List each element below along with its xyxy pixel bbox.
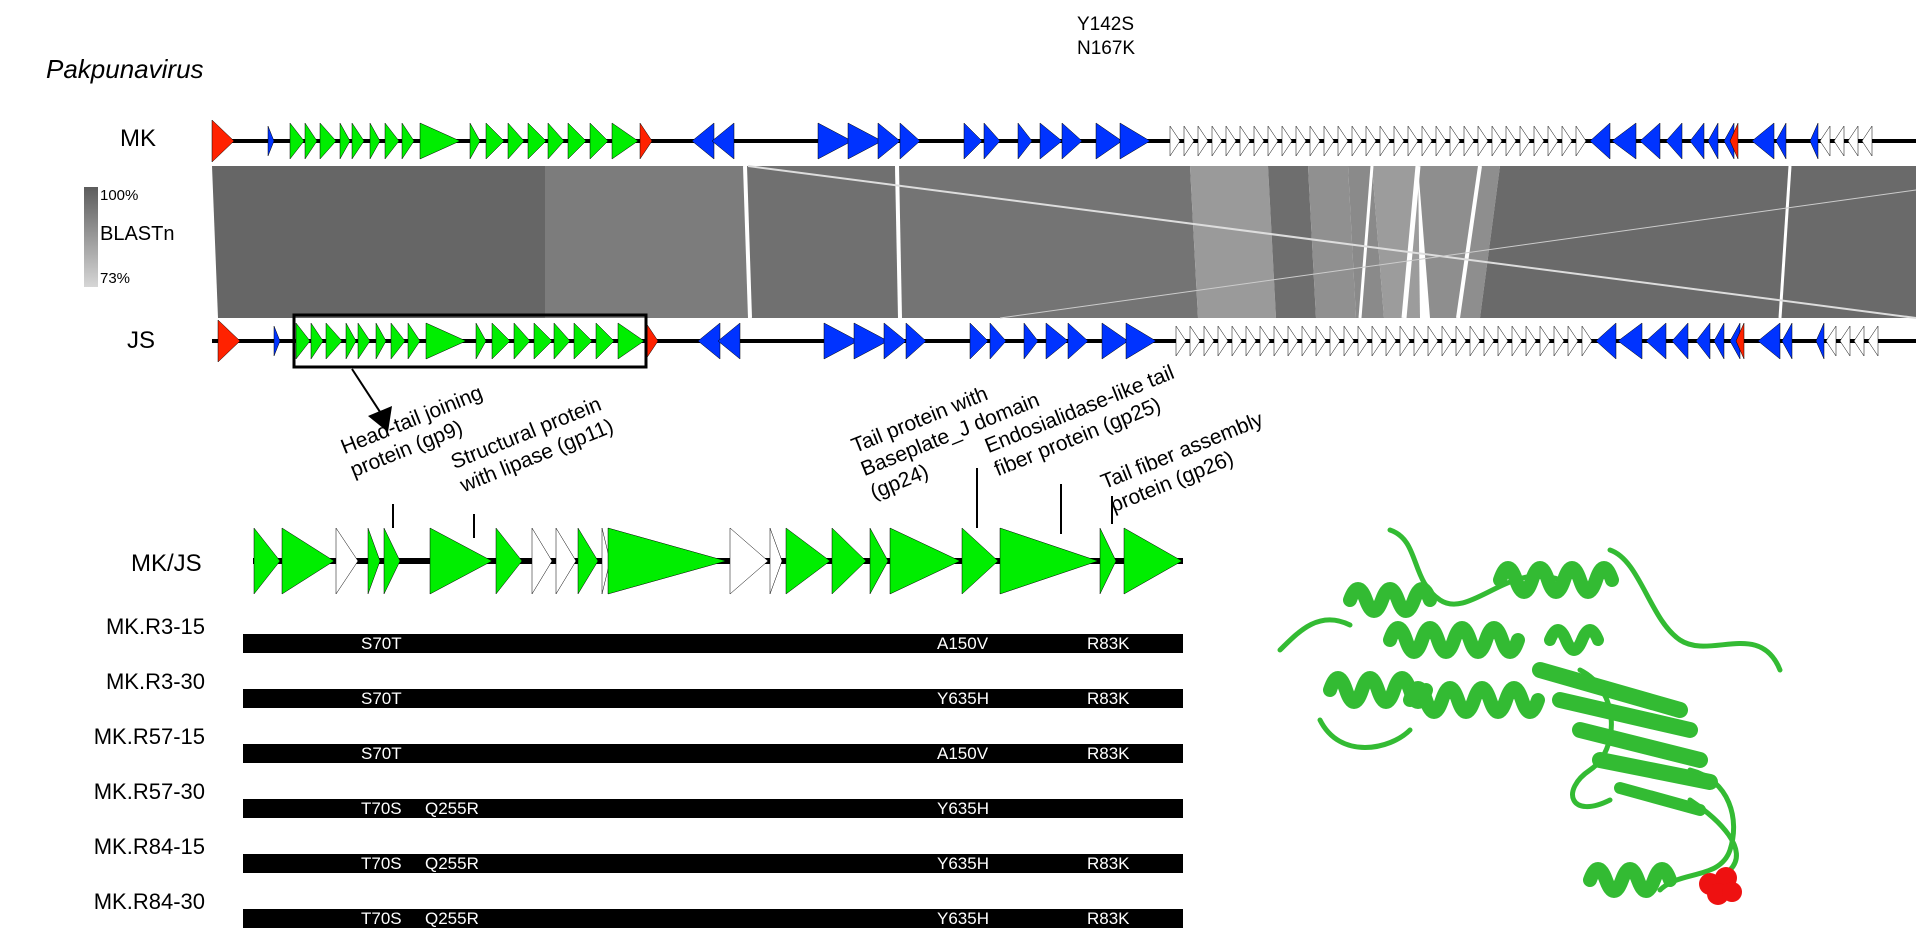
mutant-name: MK.R84-30: [93, 889, 205, 914]
mutant-bar: T70S Q255R Y635H: [243, 799, 1183, 818]
mutant-bar: S70T A150V R83K: [243, 744, 1183, 763]
mutant-name: MK.R3-30: [105, 669, 205, 694]
mutant-bar: T70S Q255R Y635H R83K: [243, 909, 1183, 928]
mutant-name: MK.R57-30: [93, 779, 205, 804]
mutation-label: R83K: [1087, 854, 1130, 873]
mutation-label: Y635H: [937, 909, 989, 928]
top-mutation-label: Y142S: [1077, 14, 1135, 35]
mutation-label: R83K: [1087, 689, 1130, 708]
mutation-label: T70S: [361, 909, 402, 928]
mutation-label: A150V: [937, 634, 989, 653]
mutation-label: S70T: [361, 634, 402, 653]
mutation-label: Y635H: [937, 854, 989, 873]
genome-map-detail: [253, 527, 1183, 595]
legend-max-label: 100%: [100, 187, 139, 204]
annotation-leader-lines: [392, 468, 1113, 538]
blastn-identity-legend: 100% BLASTn 73%: [84, 187, 204, 287]
mutation-label: R83K: [1087, 744, 1130, 763]
mutant-bar: S70T Y635H R83K: [243, 689, 1183, 708]
mutation-label: R83K: [1087, 909, 1130, 928]
mutant-name: MK.R57-15: [93, 724, 205, 749]
mutation-label: T70S: [361, 799, 402, 818]
mutation-label: A150V: [937, 744, 989, 763]
legend-title: BLASTn: [100, 223, 175, 245]
legend-min-label: 73%: [100, 270, 131, 287]
genus-title: Pakpunavirus: [46, 54, 204, 84]
mutation-label: S70T: [361, 744, 402, 763]
highlight-box: [292, 313, 648, 369]
mutant-bar: S70T A150V R83K: [243, 634, 1183, 653]
pointer-arrow-line: [351, 368, 383, 416]
mutant-name: MK.R3-15: [105, 614, 205, 639]
genome-map-mk: [211, 119, 1916, 163]
identity-gradient-bar: [84, 187, 98, 287]
mutation-label: Q255R: [425, 854, 479, 873]
genome-map-js: [212, 319, 1916, 363]
top-mutation-label: N167K: [1077, 38, 1136, 59]
mutant-bar: T70S Q255R Y635H R83K: [243, 854, 1183, 873]
mutant-name: MK.R84-15: [93, 834, 205, 859]
mutation-label: Y635H: [937, 799, 989, 818]
track-label-mkjs: MK/JS: [131, 550, 202, 577]
mutation-label: T70S: [361, 854, 402, 873]
pointer-arrow-head: [368, 406, 392, 432]
protein-structure-icon: [1277, 527, 1783, 905]
mutation-label: Y635H: [937, 689, 989, 708]
mutation-label: Q255R: [425, 799, 479, 818]
mutation-label: Q255R: [425, 909, 479, 928]
mutation-label: S70T: [361, 689, 402, 708]
mutation-label: R83K: [1087, 634, 1130, 653]
track-label-mk: MK: [120, 125, 156, 152]
blast-similarity-band: [212, 165, 1917, 319]
track-label-js: JS: [127, 327, 156, 354]
